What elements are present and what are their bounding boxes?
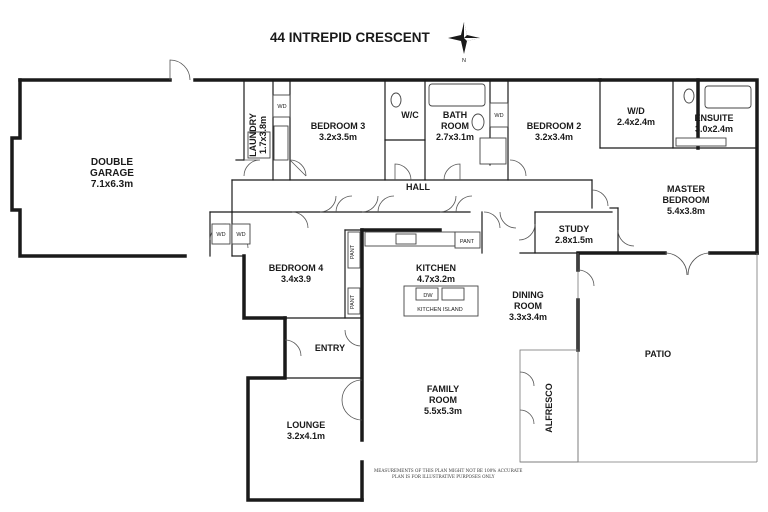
- wardrobe-label-bed2: WD: [494, 113, 503, 119]
- walk-in-robe-name: W/D: [627, 106, 645, 116]
- study-size: 2.8x1.5m: [555, 235, 593, 245]
- garage-name-1: DOUBLE: [91, 157, 134, 168]
- compass-north-label: N: [462, 58, 466, 64]
- dining-size: 3.3x3.4m: [509, 312, 547, 322]
- wardrobe-label-2: WD: [236, 232, 245, 238]
- dishwasher-label: DW: [423, 293, 433, 299]
- pantry-label-3: PANT: [350, 294, 356, 309]
- bedroom2-size: 3.2x3.4m: [535, 132, 573, 142]
- lounge-size: 3.2x4.1m: [287, 431, 325, 441]
- entry-name: ENTRY: [315, 343, 345, 353]
- plan-title: 44 INTREPID CRESCENT: [270, 30, 431, 45]
- bathroom-size: 2.7x3.1m: [436, 132, 474, 142]
- bathroom-fixtures: [247, 83, 752, 165]
- walk-in-robe-size: 2.4x2.4m: [617, 117, 655, 127]
- dining-name-1: DINING: [512, 290, 544, 300]
- kitchen-island: [403, 285, 479, 317]
- ensuite-name: ENSUITE: [694, 113, 733, 123]
- pantry-label-2: PANT: [350, 244, 356, 259]
- compass-icon: [448, 22, 480, 54]
- pantry-label-1: PANT: [460, 239, 475, 245]
- garage-name-2: GARAGE: [90, 168, 134, 179]
- kitchen-name: KITCHEN: [416, 263, 456, 273]
- bathroom-name-2: ROOM: [441, 121, 469, 131]
- bedroom3-name: BEDROOM 3: [311, 121, 366, 131]
- master-size: 5.4x3.8m: [667, 206, 705, 216]
- wardrobe-label-bed3: WD: [277, 104, 286, 110]
- wardrobe-label-1: WD: [216, 232, 225, 238]
- ensuite-size: 3.0x2.4m: [695, 124, 733, 134]
- wc-name: W/C: [401, 110, 419, 120]
- kitchen-size: 4.7x3.2m: [417, 274, 455, 284]
- outdoor-outline: [519, 253, 758, 463]
- bedroom4-name: BEDROOM 4: [269, 263, 324, 273]
- family-size: 5.5x5.3m: [424, 406, 462, 416]
- hall-name: HALL: [406, 182, 430, 192]
- alfresco-name: ALFRESCO: [544, 383, 554, 433]
- bedroom4-size: 3.4x3.9: [281, 274, 311, 284]
- door-swings: [169, 59, 711, 425]
- bedroom2-name: BEDROOM 2: [527, 121, 582, 131]
- laundry-name: LAUNDRY: [248, 113, 258, 157]
- bedroom3-size: 3.2x3.5m: [319, 132, 357, 142]
- disclaimer-line-1: MEASUREMENTS OF THIS PLAN MIGHT NOT BE 1…: [374, 468, 522, 473]
- wardrobes: [211, 94, 509, 245]
- disclaimer-line-2: PLAN IS FOR ILLUSTRATIVE PURPOSES ONLY: [392, 474, 495, 479]
- patio-name: PATIO: [645, 349, 671, 359]
- study-name: STUDY: [559, 224, 590, 234]
- laundry-size: 1.7x3.8m: [258, 116, 268, 154]
- master-name-2: BEDROOM: [663, 195, 710, 205]
- garage-size: 7.1x6.3m: [91, 179, 133, 190]
- master-name-1: MASTER: [667, 184, 706, 194]
- kitchen-island-label: KITCHEN ISLAND: [417, 307, 463, 313]
- bathroom-name-1: BATH: [443, 110, 467, 120]
- lounge-name: LOUNGE: [287, 420, 326, 430]
- family-name-2: ROOM: [429, 395, 457, 405]
- outer-walls: [10, 78, 759, 502]
- family-name-1: FAMILY: [427, 384, 459, 394]
- interior-walls: [209, 79, 758, 379]
- kitchen-benches: [347, 231, 481, 315]
- dining-name-2: ROOM: [514, 301, 542, 311]
